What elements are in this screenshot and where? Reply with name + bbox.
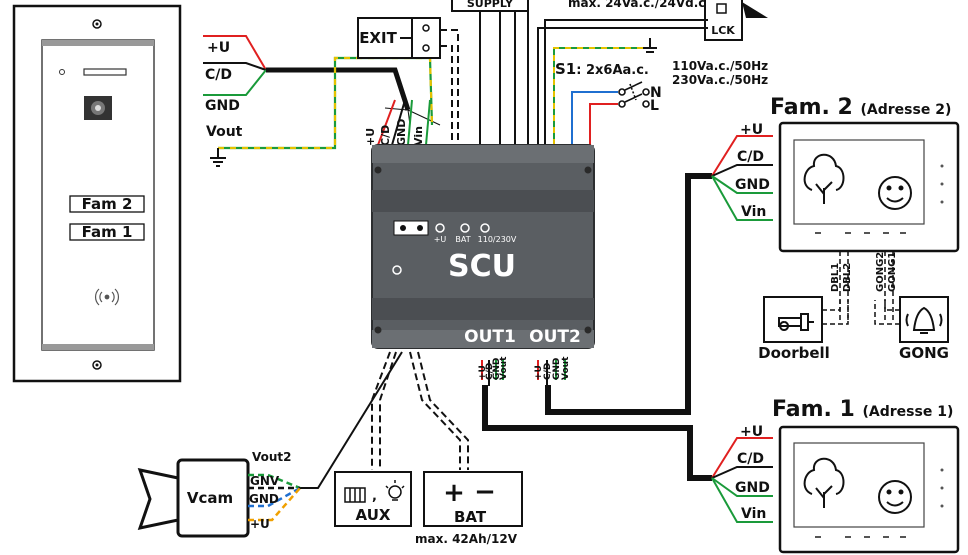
out2-cd: C/D	[543, 363, 553, 380]
monitor-1: Fam. 1 (Adresse 1) +U C/D GND Vin	[711, 397, 960, 554]
m2-term-gnd: GND	[735, 177, 770, 193]
smiley-icon	[878, 176, 912, 210]
mains-input: S1: 2x6Aa.c. N L 110Va.c./50Hz 230Va.c./…	[553, 38, 768, 145]
panel-term-gnd: GND	[205, 98, 240, 114]
lamp-icon	[385, 480, 405, 501]
lck-label: LCK	[711, 24, 735, 37]
out1-cd: C/D	[485, 363, 495, 380]
m2-term-vin: Vin	[741, 204, 766, 220]
supply-spec: max. 24Va.c./24Vd.c.	[568, 0, 710, 10]
monitor2-title: Fam. 2 (Adresse 2)	[770, 95, 951, 120]
aux-box: , AUX	[334, 471, 412, 527]
s1-label: S1: 2x6Aa.c.	[555, 60, 649, 78]
tree-icon	[803, 457, 845, 508]
m2-term-u: +U	[740, 122, 763, 138]
tree-icon	[803, 153, 845, 204]
n-label: N	[650, 85, 662, 101]
m2-wire-dbl2: DBL2	[842, 263, 853, 292]
doorbell-label: Doorbell	[758, 344, 830, 362]
vcam-term-u: +U	[250, 517, 270, 531]
out2-u: +U	[534, 365, 544, 380]
panel-terminals: +U C/D GND Vout	[203, 35, 267, 140]
led-bat: BAT	[455, 235, 470, 244]
led-u: +U	[434, 235, 447, 244]
door-panel: Fam 2 Fam 1	[12, 4, 182, 383]
exit-label: EXIT	[359, 29, 397, 47]
led-mains: 110/230V	[478, 235, 517, 244]
vcam-term-gnv: GNV	[250, 474, 280, 488]
doorbell: Doorbell	[758, 296, 849, 362]
gate-icon	[344, 487, 366, 503]
gong: GONG	[874, 296, 949, 362]
vcam-term-gnd: GND	[249, 492, 279, 506]
bell-icon	[905, 306, 943, 334]
out2-vout: Vout	[561, 356, 571, 380]
out1-u: +U	[478, 365, 488, 380]
out2-terminals: +U C/D GND Vout	[534, 356, 571, 386]
monitor-2: Fam. 2 (Adresse 2) +U C/D GND Vin DBL1 D…	[711, 95, 960, 320]
out1-label: OUT1	[464, 327, 516, 347]
scu-top-u: +U	[364, 128, 377, 146]
m2-wire-gong1: GONG1	[887, 252, 898, 292]
m2-wire-dbl1: DBL1	[830, 263, 841, 292]
mains-spec-2: 230Va.c./50Hz	[672, 73, 768, 87]
scu-name: SCU	[448, 249, 516, 284]
panel-term-cd: C/D	[205, 67, 232, 83]
m1-term-vin: Vin	[741, 506, 766, 522]
nameplate-fam1: Fam 1	[82, 223, 133, 241]
mains-spec-1: 110Va.c./50Hz	[672, 59, 768, 73]
aux-icon-sep: ,	[372, 489, 377, 504]
ground-icon	[643, 38, 657, 53]
lock-box: LCK	[704, 0, 768, 41]
out1-gnd: GND	[492, 358, 502, 380]
battery-spec: max. 42Ah/12V	[415, 532, 518, 546]
out1-terminals: +U C/D GND Vout	[478, 356, 509, 386]
m1-term-gnd: GND	[735, 480, 770, 496]
monitor1-title: Fam. 1 (Adresse 1)	[772, 397, 953, 422]
supply-box: SUPPLY	[451, 0, 529, 12]
battery-minus: −	[474, 477, 496, 507]
vcam-label: Vcam	[187, 489, 233, 507]
nameplate-fam2: Fam 2	[82, 195, 133, 213]
l-label: L	[650, 98, 659, 114]
scu-top-cd: C/D	[379, 125, 392, 146]
ground-icon	[210, 148, 226, 167]
scu-top-gnd: GND	[395, 119, 408, 146]
panel-term-u: +U	[207, 40, 230, 56]
vcam: Vcam Vout2 GNV GND +U	[137, 450, 301, 538]
m1-term-u: +U	[740, 424, 763, 440]
battery-plus: +	[443, 478, 465, 508]
out2-gnd: GND	[552, 358, 562, 380]
battery-label: BAT	[454, 508, 487, 526]
out1-vout: Vout	[499, 356, 509, 380]
lock-icon	[742, 2, 768, 18]
gong-label: GONG	[899, 344, 949, 362]
scu-unit: +U BAT 110/230V SCU OUT1 OUT2	[371, 144, 595, 349]
m1-term-cd: C/D	[737, 451, 764, 467]
battery-box: + − BAT max. 42Ah/12V	[415, 471, 523, 546]
panel-term-vout: Vout	[206, 124, 243, 140]
m2-term-cd: C/D	[737, 149, 764, 165]
supply-label: SUPPLY	[467, 0, 514, 10]
switch-icon	[618, 81, 650, 108]
smiley-icon	[878, 480, 912, 514]
out2-label: OUT2	[529, 327, 581, 347]
aux-label: AUX	[356, 506, 391, 524]
rfid-icon	[95, 288, 119, 306]
doorbell-button-icon	[778, 313, 814, 331]
scu-top-terminals: +U C/D GND Vin	[364, 119, 425, 146]
exit-button: EXIT	[357, 17, 441, 59]
vcam-term-vout2: Vout2	[252, 450, 292, 464]
m2-wire-gong2: GONG2	[875, 252, 886, 292]
scu-top-vin: Vin	[412, 126, 425, 146]
